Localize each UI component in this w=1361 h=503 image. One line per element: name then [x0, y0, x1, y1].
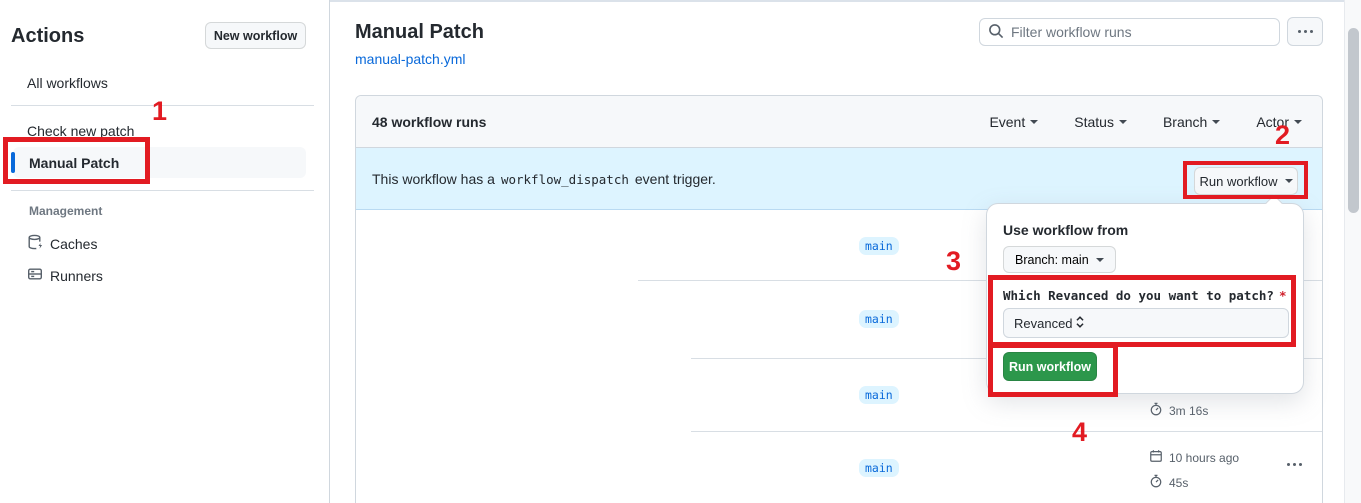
stopwatch-icon: [1149, 402, 1163, 419]
branch-badge[interactable]: main: [859, 310, 899, 328]
kebab-horizontal-icon: [1297, 30, 1313, 33]
sidebar-divider: [11, 105, 314, 106]
run-workflow-dropdown-button[interactable]: Run workflow: [1194, 167, 1298, 195]
stopwatch-icon: [1149, 474, 1163, 491]
new-workflow-button[interactable]: New workflow: [205, 22, 306, 49]
runs-count: 48 workflow runs: [372, 113, 487, 130]
actions-sidebar: Actions New workflow All workflows Check…: [0, 0, 330, 503]
sidebar-item-runners[interactable]: Runners: [27, 266, 103, 285]
chevron-down-icon: [1118, 119, 1127, 124]
page-scrollbar: [1344, 0, 1361, 503]
sidebar-item-runners-label: Runners: [50, 267, 103, 284]
run-options-button[interactable]: [1285, 457, 1304, 472]
runs-list-header: 48 workflow runs Event Status Branch Act…: [356, 96, 1322, 148]
branch-select-button[interactable]: Branch: main: [1003, 246, 1116, 273]
sidebar-item-caches-label: Caches: [50, 235, 98, 252]
server-icon: [27, 266, 43, 285]
scrollbar-thumb[interactable]: [1348, 28, 1359, 213]
selected-item-accent-bar: [11, 152, 15, 173]
filter-branch[interactable]: Branch: [1163, 114, 1221, 130]
search-input[interactable]: [1011, 24, 1271, 40]
top-divider: [0, 0, 1361, 2]
sidebar-item-manual-patch-label[interactable]: Manual Patch: [29, 155, 120, 171]
filter-event[interactable]: Event: [989, 114, 1039, 130]
sidebar-item-caches[interactable]: Caches: [27, 234, 97, 253]
run-duration: 45s: [1149, 474, 1188, 491]
chevron-up-down-icon: [1073, 315, 1087, 332]
workflow-runs-panel: 48 workflow runs Event Status Branch Act…: [355, 95, 1323, 503]
chevron-down-icon: [1095, 257, 1104, 262]
run-workflow-submit-button[interactable]: Run workflow: [1003, 352, 1097, 381]
management-section-label: Management: [29, 204, 103, 218]
run-duration: 3m 16s: [1149, 402, 1208, 419]
filter-actor[interactable]: Actor: [1256, 114, 1302, 130]
branch-badge[interactable]: main: [859, 236, 899, 255]
chevron-down-icon: [1284, 179, 1293, 183]
run-workflow-popover: Use workflow from Branch: main Which Rev…: [986, 194, 1304, 394]
page-title: Manual Patch: [355, 21, 484, 43]
workflow-run-row[interactable]: main: [356, 280, 1322, 358]
filter-status[interactable]: Status: [1074, 114, 1127, 130]
use-workflow-from-label: Use workflow from: [1003, 222, 1129, 238]
branch-badge[interactable]: main: [859, 385, 899, 404]
sidebar-item-check-new-patch[interactable]: Check new patch: [27, 123, 135, 139]
run-time: 10 hours ago: [1149, 449, 1239, 466]
row-divider: [638, 280, 1322, 281]
chevron-down-icon: [1294, 119, 1302, 124]
filter-runs-searchbox[interactable]: [979, 18, 1280, 46]
revanced-select-value: Revanced: [1014, 315, 1073, 331]
workflow-more-options-button[interactable]: [1287, 17, 1323, 46]
workflow-run-row[interactable]: main 10 hours ago 45s: [356, 431, 1322, 503]
search-icon: [988, 23, 1004, 42]
calendar-icon: [1149, 449, 1163, 466]
banner-code: workflow_dispatch: [500, 171, 629, 187]
chevron-down-icon: [1030, 119, 1039, 124]
required-marker: *: [1278, 288, 1287, 303]
chevron-down-icon: [1212, 119, 1221, 124]
sidebar-item-manual-patch[interactable]: [13, 147, 306, 178]
sidebar-divider: [11, 190, 314, 191]
branch-badge[interactable]: main: [859, 458, 899, 477]
workflow-input-label: Which Revanced do you want to patch?*: [1003, 288, 1287, 303]
runs-filters: Event Status Branch Actor: [989, 114, 1302, 130]
database-icon: [27, 234, 43, 253]
workflow-run-row[interactable]: main: [356, 211, 1322, 280]
revanced-select[interactable]: Revanced: [1003, 308, 1289, 338]
sidebar-item-all-workflows[interactable]: All workflows: [27, 75, 108, 91]
workflow-file-link[interactable]: manual-patch.yml: [355, 51, 466, 67]
sidebar-title: Actions: [11, 25, 85, 47]
row-divider: [691, 431, 1322, 432]
